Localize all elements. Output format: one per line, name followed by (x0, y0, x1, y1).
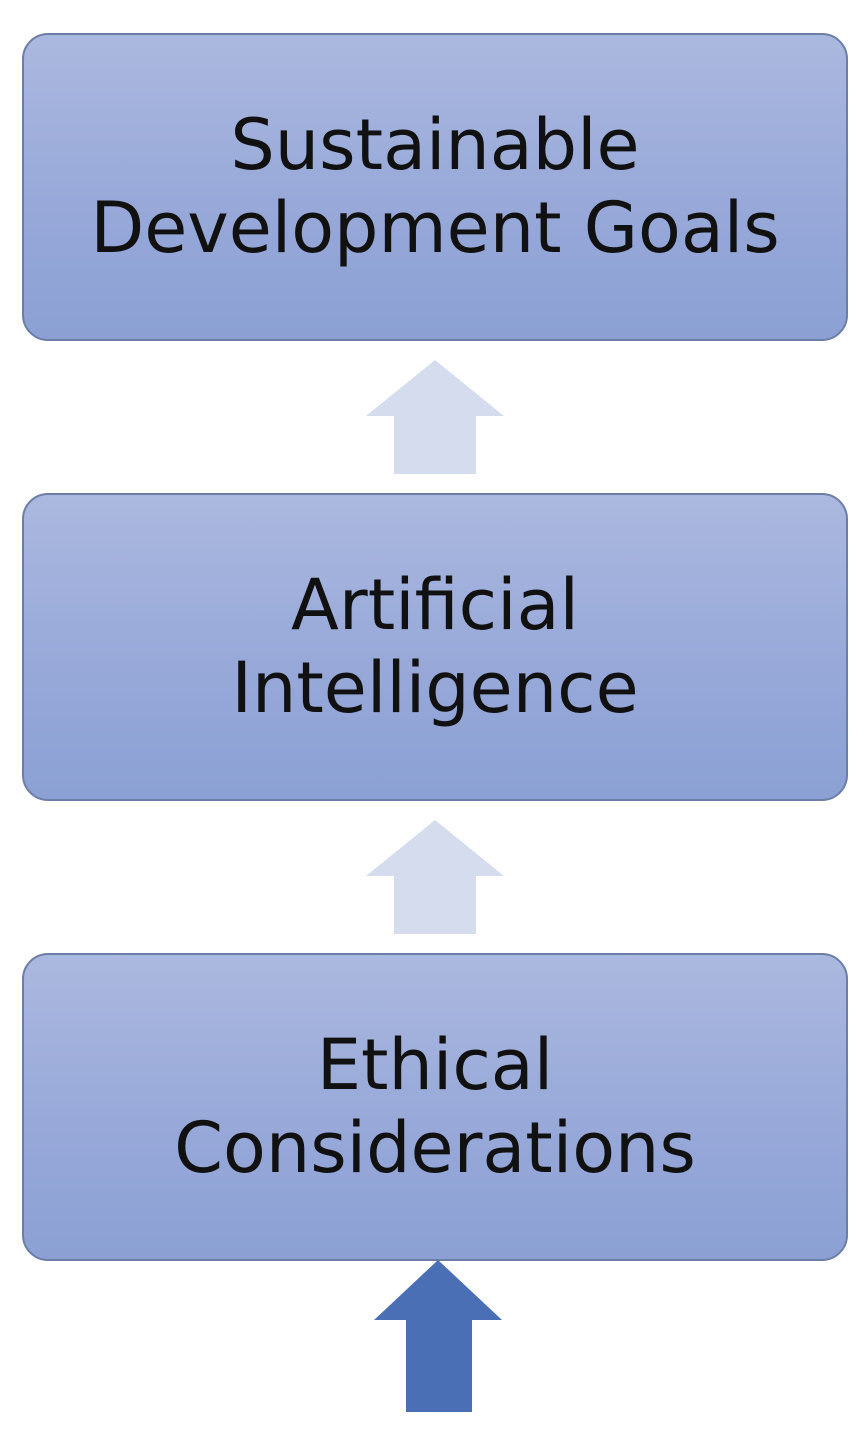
ethics-label-line1: Ethical (316, 1024, 554, 1107)
up-arrow-shape (366, 360, 504, 474)
up-arrow-icon (366, 360, 504, 474)
up-arrow-icon (366, 820, 504, 934)
sdg-label-line1: Sustainable (230, 104, 640, 187)
ai-box: Artificial Intelligence (22, 493, 848, 801)
input-up-arrow-shape (374, 1260, 502, 1412)
ethics-label-line2: Considerations (174, 1107, 696, 1189)
ai-label-line1: Artificial (291, 564, 579, 647)
up-arrow-shape (366, 820, 504, 934)
sdg-label-line2: Development Goals (90, 187, 780, 269)
sdg-box: Sustainable Development Goals (22, 33, 848, 341)
ai-label-line2: Intelligence (231, 647, 639, 729)
ethics-box: Ethical Considerations (22, 953, 848, 1261)
input-up-arrow-icon (374, 1260, 502, 1412)
